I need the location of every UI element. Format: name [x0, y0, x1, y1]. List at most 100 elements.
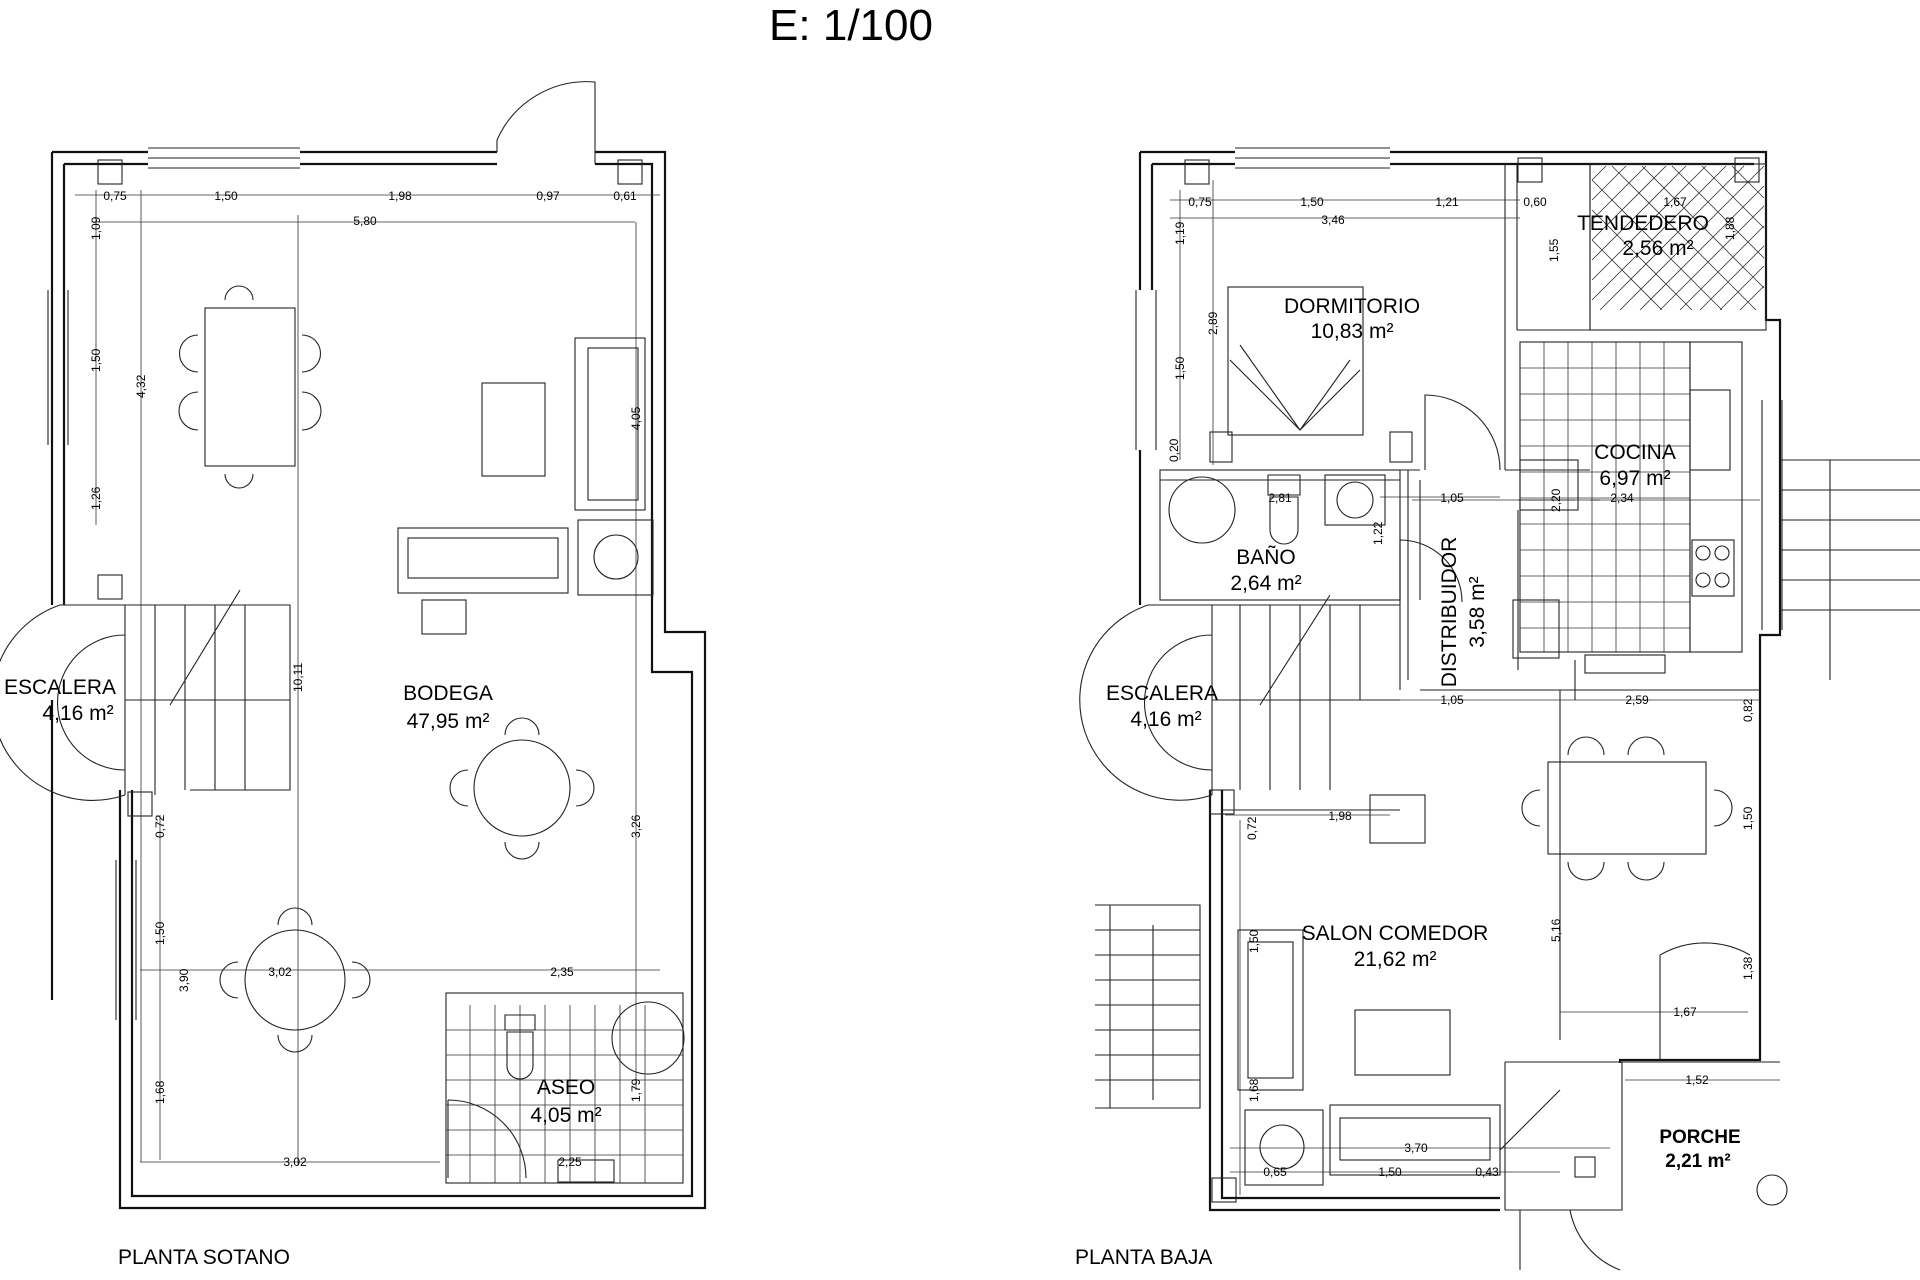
washbasin — [1324, 474, 1386, 526]
sofa — [1329, 1104, 1501, 1176]
baja-window-left — [1135, 290, 1157, 450]
sofa-inner — [407, 537, 559, 579]
column — [1517, 157, 1543, 183]
dim-label: 2,81 — [1268, 491, 1292, 505]
baja-inner-wall — [1150, 162, 1754, 1200]
porche-area — [1504, 1061, 1780, 1211]
kitchen-sink — [1689, 389, 1731, 471]
dim-label: 0,61 — [613, 189, 637, 203]
dim-label: 1,09 — [89, 216, 103, 240]
porch-door — [1659, 942, 1751, 1060]
dim-label: 3,70 — [1404, 1141, 1428, 1155]
sofa — [1237, 929, 1304, 1091]
baja-outer-wall — [1138, 150, 1782, 1212]
external-stair-left — [1095, 904, 1201, 1109]
room-area: 2,21 m² — [1665, 1151, 1730, 1172]
baja-window-top — [1235, 147, 1390, 169]
sofa-inner — [587, 347, 639, 501]
dim-label: 1,55 — [1547, 238, 1561, 262]
dim-label: 0,20 — [1167, 438, 1181, 462]
armchair — [1369, 794, 1426, 844]
porche-steps — [1499, 1089, 1621, 1271]
dim-label: 2,20 — [1549, 488, 1563, 512]
room-name: DORMITORIO — [1284, 295, 1420, 318]
dim-label: 3,46 — [1321, 213, 1345, 227]
kitchen-window — [1584, 654, 1666, 674]
fridge — [1512, 599, 1560, 659]
column — [1734, 157, 1760, 183]
washbasin — [557, 1159, 615, 1183]
room-area: 6,97 m² — [1599, 467, 1670, 490]
external-stair-right — [1780, 459, 1920, 680]
round-table — [473, 739, 571, 837]
burner-icon — [1714, 545, 1730, 561]
chairs — [219, 907, 371, 1053]
plan-sotano: BODEGA 47,95 m² ESCALERA 4,16 m² ASEO 4,… — [0, 81, 707, 1269]
kitchen-counter — [1689, 341, 1743, 653]
room-area: 21,62 m² — [1354, 948, 1437, 971]
room-name: BODEGA — [403, 682, 493, 705]
dim-label: 1,98 — [1328, 809, 1352, 823]
column — [1184, 159, 1210, 185]
bed-cover — [1228, 344, 1363, 436]
dim-label: 1,05 — [1440, 693, 1464, 707]
room-area: 3,58 m² — [1466, 576, 1489, 647]
aseo-tile-grid — [446, 1005, 683, 1183]
aseo-tiles — [445, 992, 684, 1184]
appliance — [1519, 459, 1579, 511]
dim-label: 1,98 — [388, 189, 412, 203]
dim-label: 1,50 — [1173, 356, 1187, 380]
shower — [611, 1001, 685, 1075]
dim-label: 1,50 — [1247, 929, 1261, 953]
chairs — [178, 285, 322, 489]
dim-label: 1,50 — [1378, 1165, 1402, 1179]
dim-label: 0,97 — [536, 189, 560, 203]
sotano-dimensions: 0,75 1,50 1,98 0,97 0,61 5,80 1,09 4,32 … — [89, 189, 643, 1169]
room-area: 4,16 m² — [1130, 708, 1201, 731]
toilet — [1267, 474, 1301, 545]
sotano-outer-wall — [50, 150, 707, 1210]
dim-label: 0,72 — [153, 814, 167, 838]
baja-stair — [1079, 594, 1400, 801]
sotano-window-left — [47, 290, 69, 445]
basin — [1336, 481, 1374, 519]
sofa-inner — [1247, 941, 1294, 1079]
column — [1211, 1177, 1237, 1203]
room-name: COCINA — [1594, 441, 1676, 464]
dim-label: 1,68 — [153, 1080, 167, 1104]
tendedero-hatch — [1591, 165, 1765, 311]
dim-label: 3,90 — [177, 968, 191, 992]
toilet — [504, 1014, 536, 1080]
sotano-window-top — [148, 147, 300, 169]
plan-title: PLANTA SOTANO — [118, 1246, 290, 1269]
room-name: ESCALERA — [4, 676, 116, 699]
dim-label: 1,50 — [1741, 806, 1755, 830]
baja-dim-lines — [1170, 180, 1780, 1195]
dim-label: 1,50 — [153, 921, 167, 945]
dim-label: 0,60 — [1523, 195, 1547, 209]
dim-label: 1,68 — [1247, 1078, 1261, 1102]
dim-label: 1,79 — [629, 1078, 643, 1102]
dim-label: 1,88 — [1723, 216, 1737, 240]
dim-label: 1,21 — [1435, 195, 1459, 209]
room-area: 2,64 m² — [1230, 572, 1301, 595]
dim-label: 3,02 — [283, 1155, 307, 1169]
kitchen-floor — [1519, 341, 1691, 653]
room-name: BAÑO — [1236, 545, 1296, 569]
room-name: TENDEDERO — [1577, 212, 1709, 235]
basin — [1259, 1124, 1305, 1170]
baja-window-right — [1761, 400, 1783, 630]
dim-label: 1,52 — [1685, 1073, 1709, 1087]
dim-label: 1,38 — [1741, 956, 1755, 980]
dim-label: 2,59 — [1625, 693, 1649, 707]
armchair — [421, 599, 467, 635]
room-name: ESCALERA — [1106, 682, 1218, 705]
sotano-stair — [0, 589, 291, 801]
plan-title: PLANTA BAJA — [1075, 1246, 1212, 1269]
dim-label: 1,67 — [1673, 1005, 1697, 1019]
sotano-dim-lines — [75, 190, 660, 1165]
dim-label: 1,26 — [89, 486, 103, 510]
dim-label: 0,82 — [1741, 698, 1755, 722]
sofa — [397, 527, 569, 594]
room-name: ASEO — [537, 1076, 595, 1099]
